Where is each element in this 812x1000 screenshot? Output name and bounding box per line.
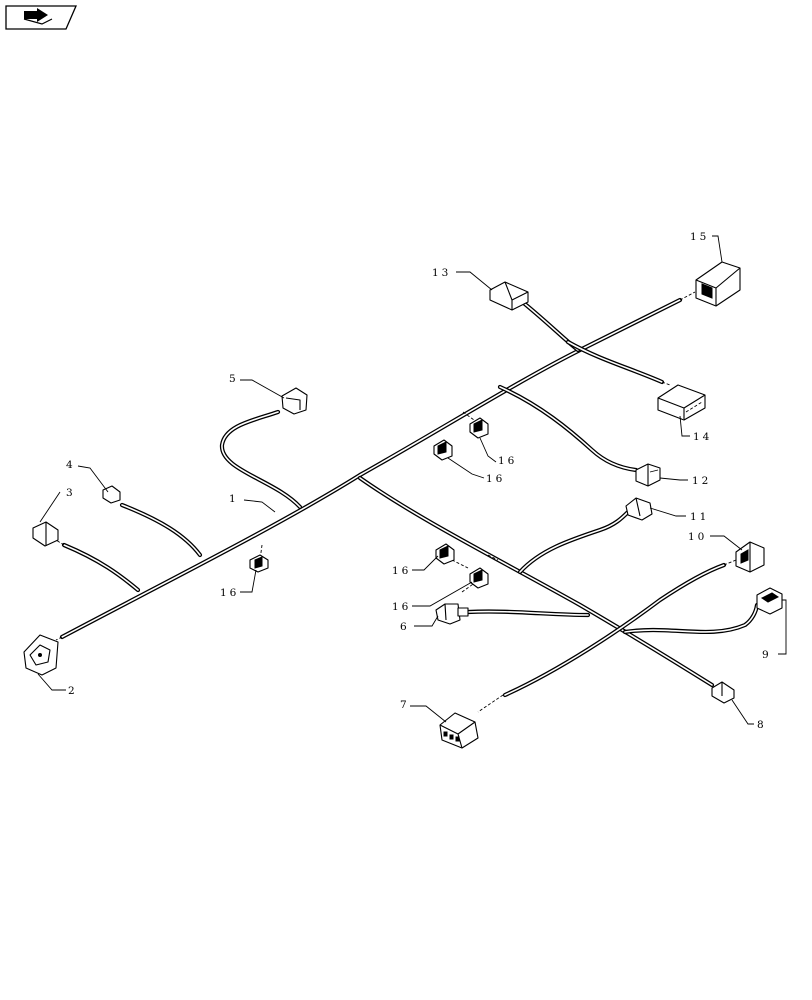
- connector-6[interactable]: [435, 603, 469, 625]
- connector-2[interactable]: [23, 634, 59, 676]
- callout-12: 12: [692, 475, 711, 487]
- connector-3[interactable]: [32, 521, 59, 547]
- clip-16-a[interactable]: [249, 554, 269, 573]
- branch-12: [497, 384, 639, 473]
- connector-4[interactable]: [102, 485, 121, 504]
- callout-1: 1: [229, 493, 239, 505]
- callout-11: 11: [690, 511, 709, 523]
- leader-lines: [37, 235, 787, 725]
- connector-7[interactable]: [439, 712, 479, 749]
- book-arrow-icon[interactable]: [5, 5, 77, 30]
- callout-5: 5: [229, 373, 239, 385]
- callout-15: 15: [690, 231, 709, 243]
- branch-11: [517, 509, 631, 575]
- callout-4: 4: [66, 459, 76, 471]
- callout-10: 10: [688, 531, 707, 543]
- connector-15[interactable]: [695, 261, 741, 307]
- callout-labels: 1 2 3 4 5 6 7 8 9 10 11 12 13 14 15 16 1…: [66, 231, 772, 731]
- callout-16-b: 16: [498, 455, 517, 467]
- harness-wires: [59, 297, 760, 698]
- callout-3: 3: [66, 487, 76, 499]
- callout-7: 7: [400, 699, 410, 711]
- callout-14: 14: [693, 431, 712, 443]
- clip-16-e[interactable]: [469, 567, 489, 589]
- callout-16-e: 16: [392, 601, 411, 613]
- connector-5[interactable]: [281, 387, 308, 415]
- connector-12[interactable]: [635, 463, 661, 487]
- clip-16-b[interactable]: [469, 417, 489, 439]
- clip-16-c[interactable]: [433, 439, 453, 461]
- connector-10[interactable]: [735, 541, 765, 573]
- callout-2: 2: [68, 685, 78, 697]
- callout-8: 8: [757, 719, 767, 731]
- callout-9: 9: [762, 649, 772, 661]
- callout-16-a: 16: [220, 587, 239, 599]
- callout-13: 13: [432, 267, 451, 279]
- callout-16-c: 16: [486, 473, 505, 485]
- branch-3: [61, 542, 141, 593]
- callout-6: 6: [400, 621, 410, 633]
- connector-9[interactable]: [756, 587, 783, 615]
- branch-4: [119, 502, 203, 558]
- callout-16-d: 16: [392, 565, 411, 577]
- connector-11[interactable]: [625, 497, 653, 521]
- connector-13[interactable]: [489, 281, 529, 311]
- connector-8[interactable]: [711, 681, 735, 704]
- clip-16-d[interactable]: [435, 543, 455, 565]
- connector-14[interactable]: [657, 384, 706, 421]
